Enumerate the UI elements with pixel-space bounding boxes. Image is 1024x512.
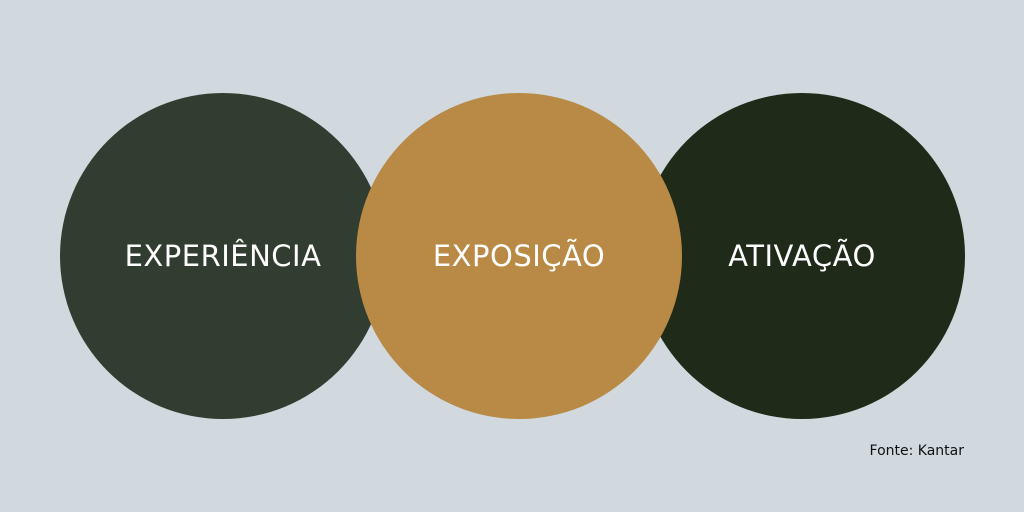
source-note: Fonte: Kantar xyxy=(869,443,964,459)
circle-ativacao: ATIVAÇÃO xyxy=(639,93,965,419)
label-ativacao: ATIVAÇÃO xyxy=(728,239,876,273)
circle-exposicao: EXPOSIÇÃO xyxy=(356,93,682,419)
label-exposicao: EXPOSIÇÃO xyxy=(432,239,606,273)
circle-experiencia: EXPERIÊNCIA xyxy=(60,93,386,419)
label-experiencia: EXPERIÊNCIA xyxy=(124,239,322,273)
